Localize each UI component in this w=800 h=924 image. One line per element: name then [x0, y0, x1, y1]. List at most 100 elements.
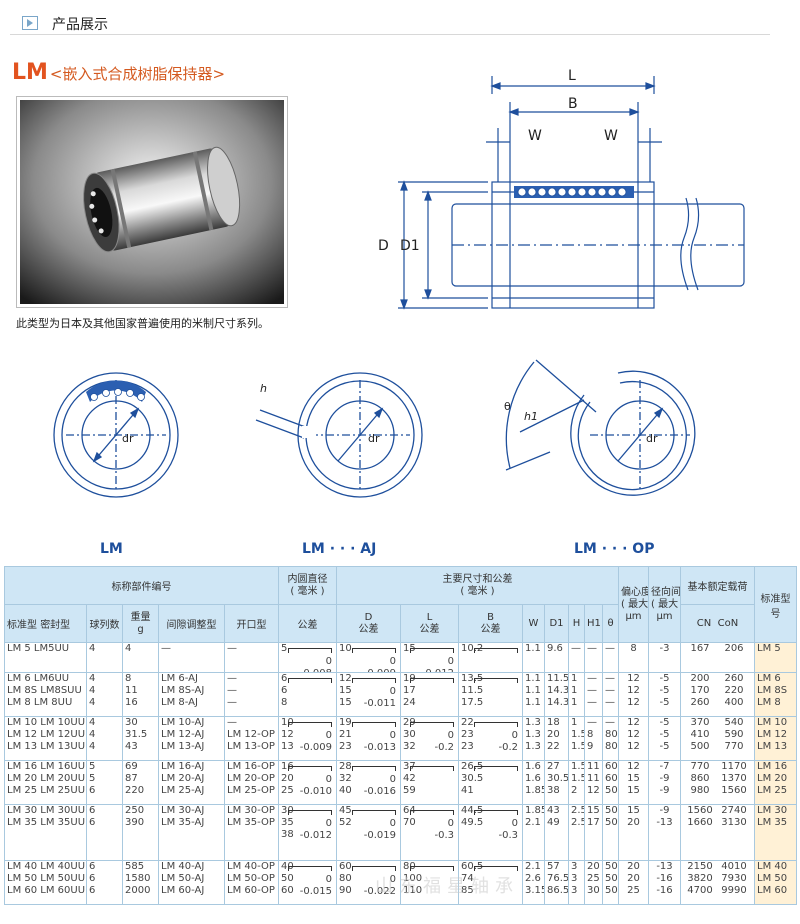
tolerance-value: 0	[325, 874, 332, 885]
cell-value: -13	[656, 817, 673, 828]
tolerance-bracket	[410, 678, 454, 683]
cn-value: 980	[690, 785, 710, 796]
th-H1: H1	[584, 604, 603, 643]
dim-W-left: W	[528, 128, 542, 144]
tolerance-value: -0.012	[299, 830, 332, 841]
cell-ecc: 8	[618, 642, 649, 673]
cell-value: 15	[403, 643, 416, 655]
cell-value: -5	[659, 729, 670, 740]
cell-D1: 9.6	[544, 642, 569, 673]
cell-value: 12	[627, 761, 640, 773]
th-bore-tol: 公差	[278, 604, 337, 643]
cell-H: 1.51.52	[568, 760, 585, 805]
tolerance-bracket	[474, 766, 518, 771]
product-code: LM	[12, 60, 48, 85]
cell-value: 37	[403, 761, 416, 773]
cell-value: —	[227, 673, 237, 685]
cell-value: 1.1	[525, 673, 541, 685]
cell-value: 8	[630, 643, 637, 655]
cell-value: LM 12-OP	[227, 729, 275, 740]
cell-value: -16	[656, 873, 673, 884]
cell-value: 6	[89, 873, 96, 884]
cell-value: LM 5	[757, 643, 781, 655]
cell-clr: -5-5-5	[648, 672, 681, 717]
cell-value: 11.5	[461, 685, 484, 696]
th-W: W	[522, 604, 545, 643]
cell-value: LM 30	[757, 805, 788, 817]
cell-value: 80	[339, 873, 352, 884]
cell-th: —80°80°	[602, 716, 619, 761]
cell-value: 2.5	[571, 817, 584, 828]
cell-value: 44.5	[461, 805, 484, 817]
cell-W: 1.852.1	[522, 804, 545, 861]
con-value: 260	[724, 673, 744, 685]
cell-value: 16	[281, 761, 294, 773]
cn-value: 260	[690, 697, 710, 708]
cn-value: 770	[690, 761, 710, 773]
con-value: 2740	[721, 805, 747, 817]
cell-value: 6	[281, 673, 288, 685]
cell-value: LM 12	[757, 729, 788, 740]
cell-H: 2.52.5	[568, 804, 585, 861]
cell-value: 28	[339, 761, 352, 773]
cell-value: 19	[339, 717, 352, 729]
cell-value: 2.1	[525, 817, 541, 828]
cell-value: 19	[403, 673, 416, 685]
cn-value: 1560	[687, 805, 713, 817]
cell-value: 27	[547, 761, 560, 773]
cell-value: LM 13-AJ	[161, 741, 205, 752]
cell-value: 60	[281, 885, 294, 896]
cn-value: 170	[690, 685, 710, 696]
section-title: 产品展示	[52, 17, 108, 33]
cn-value: 860	[690, 773, 710, 784]
cell-value: 6	[89, 861, 96, 873]
cell-value: 5	[281, 643, 288, 655]
cell-value: LM 8-AJ	[161, 697, 198, 708]
cell-value: 50°	[605, 861, 618, 873]
tolerance-bracket	[288, 648, 332, 653]
tolerance-bracket	[474, 678, 518, 683]
cell-value: 12	[627, 729, 640, 740]
cell-value: 9	[587, 741, 594, 752]
tolerance-value: -0.011	[363, 698, 396, 709]
tolerance-value: -0.2	[434, 742, 454, 753]
cell-value: 5	[89, 761, 96, 773]
cell-W: 2.12.63.15	[522, 860, 545, 905]
tolerance-bracket	[474, 648, 518, 653]
cell-value: 74	[461, 873, 474, 884]
dim-B: B	[568, 96, 578, 112]
op-dr-label: dr	[646, 432, 658, 445]
tolerance-bracket	[474, 866, 518, 871]
cell-value: 43	[547, 805, 560, 817]
cell-value: LM 25-OP	[227, 785, 275, 796]
cell-clr: -5-5-5	[648, 716, 681, 761]
cell-value: 30.5	[461, 773, 484, 784]
cell-value: LM 50-AJ	[161, 873, 205, 884]
cell-value: -9	[659, 773, 670, 784]
cell-value: 4	[89, 673, 96, 685]
cell-value: 3	[571, 885, 578, 896]
cell-L: 150-0.012	[400, 642, 459, 673]
cell-value: 50°	[605, 785, 618, 796]
cell-value: 4	[89, 729, 96, 740]
cell-value: LM 12 LM 12UU	[7, 729, 86, 740]
cell-value: LM 25	[757, 785, 788, 796]
cell-value: LM 6-AJ	[161, 673, 198, 685]
cell-th: 50°50°50°	[602, 860, 619, 905]
cell-value: 10.2	[461, 643, 484, 655]
tolerance-value: 0	[447, 656, 454, 667]
